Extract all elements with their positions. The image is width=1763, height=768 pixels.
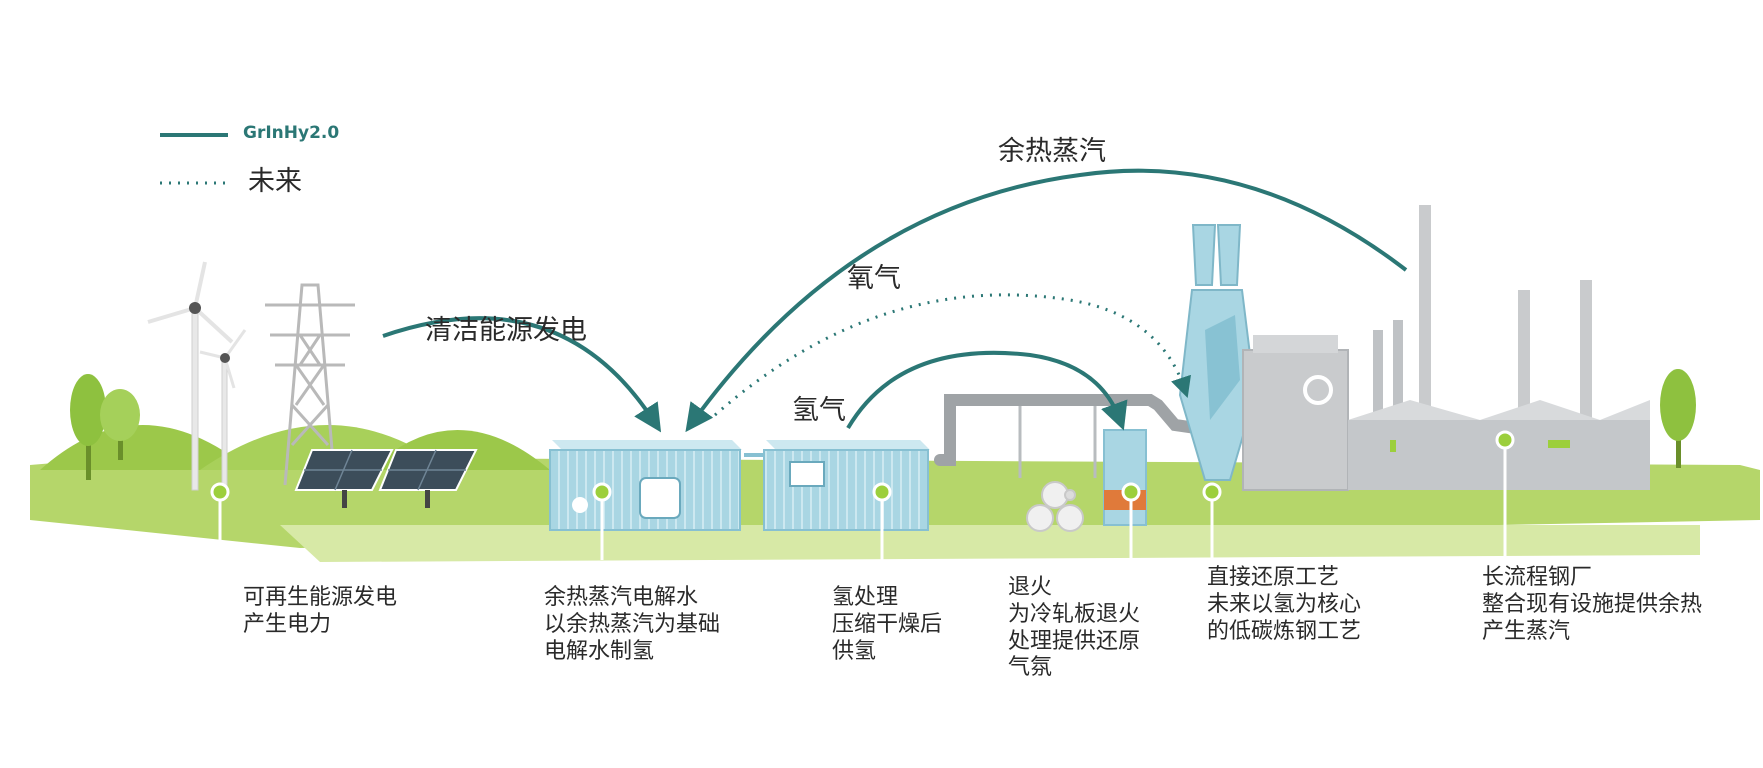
flow-label-hydrogen: 氢气 <box>792 395 846 426</box>
caption-line: 的低碳炼钢工艺 <box>1207 618 1362 644</box>
pipeline-icon <box>934 394 1216 466</box>
ground-shade <box>280 525 1700 562</box>
station-caption-electrolysis: 余热蒸汽电解水 以余热蒸汽为基础 电解水制氢 <box>544 585 720 665</box>
caption-line: 气氛 <box>1008 655 1053 681</box>
flow-label-oxygen: 氧气 <box>847 263 901 294</box>
hydrogen-arc <box>846 350 1128 431</box>
caption-line: 为冷轧板退火 <box>1008 601 1141 627</box>
caption-line: 氢处理 <box>832 585 899 610</box>
caption-line: 可再生能源发电 <box>243 585 398 610</box>
caption-line: 直接还原工艺 <box>1207 565 1340 590</box>
flow-label-clean-power: 清洁能源发电 <box>425 315 587 346</box>
legend-future-label: 未来 <box>248 166 302 197</box>
legend-current-label: GrInHy2.0 <box>243 123 340 143</box>
steel-plant-icon <box>1242 205 1650 491</box>
caption-line: 电解水制氢 <box>544 638 655 664</box>
tree-right <box>1660 369 1696 468</box>
annealing-tank-icon <box>1103 429 1147 526</box>
caption-line: 产生蒸汽 <box>1482 618 1571 644</box>
steel-coils-icon <box>1026 481 1084 532</box>
caption-line: 退火 <box>1008 575 1053 600</box>
electrolyser-container-icon <box>549 440 742 531</box>
solar-panel-icon <box>294 449 478 508</box>
waste-heat-steam-arc <box>685 168 1408 433</box>
direct-reduction-tower-icon <box>1178 224 1257 481</box>
station-caption-direct-reduction: 直接还原工艺 未来以氢为核心 的低碳炼钢工艺 <box>1207 565 1361 645</box>
transmission-tower-icon <box>265 283 355 486</box>
pipe-supports <box>1018 406 1097 478</box>
caption-line: 产生电力 <box>243 611 332 637</box>
caption-line: 整合现有设施提供余热 <box>1482 591 1703 617</box>
station-connectors <box>218 440 1507 560</box>
caption-line: 处理提供还原 <box>1008 628 1141 654</box>
station-caption-annealing: 退火 为冷轧板退火 处理提供还原 气氛 <box>1008 575 1140 682</box>
caption-line: 未来以氢为核心 <box>1207 591 1362 617</box>
flow-label-waste-heat-steam: 余热蒸汽 <box>998 136 1106 167</box>
clean-power-arc <box>382 316 662 433</box>
caption-line: 以余热蒸汽为基础 <box>544 611 721 637</box>
hydrogen-processing-container-icon <box>744 440 930 531</box>
station-markers <box>210 430 1515 502</box>
station-caption-hydrogen-processing: 氢处理 压缩干燥后 供氢 <box>832 585 942 665</box>
station-caption-renewable: 可再生能源发电 产生电力 <box>243 585 397 639</box>
wind-turbine-icon <box>147 261 247 491</box>
caption-line: 余热蒸汽电解水 <box>544 585 699 610</box>
caption-line: 供氢 <box>832 638 877 664</box>
caption-line: 压缩干燥后 <box>832 611 943 637</box>
tree-left <box>70 374 140 480</box>
station-caption-steel-plant: 长流程钢厂 整合现有设施提供余热 产生蒸汽 <box>1482 565 1702 645</box>
caption-line: 长流程钢厂 <box>1482 565 1593 590</box>
